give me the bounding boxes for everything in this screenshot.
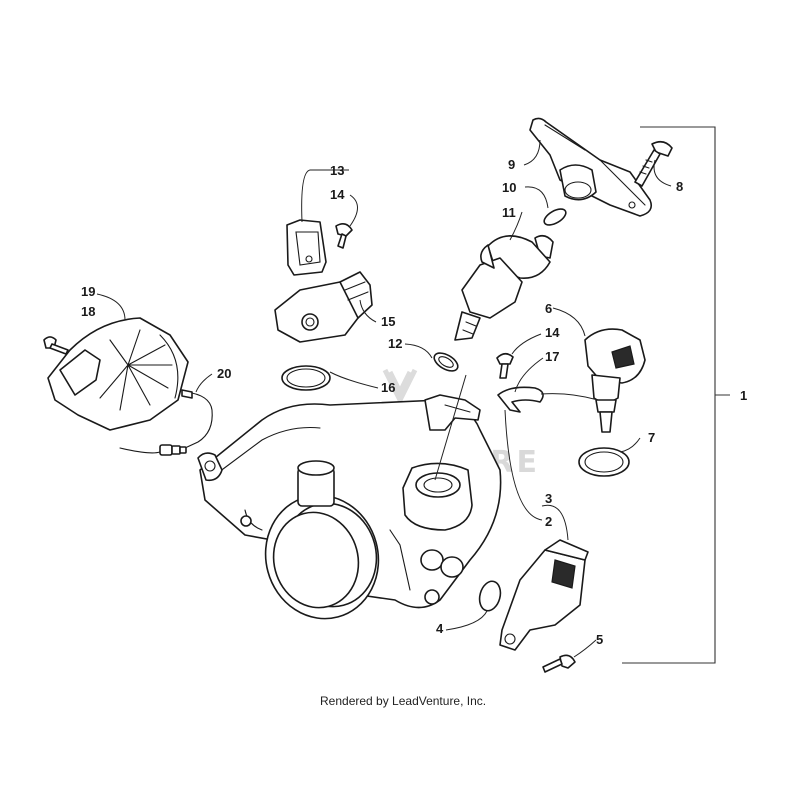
callout-17: 17 — [545, 349, 559, 364]
callout-11: 11 — [502, 205, 516, 220]
callout-10: 10 — [502, 180, 516, 195]
callout-16: 16 — [381, 380, 395, 395]
fuel-rail — [529, 117, 653, 217]
callout-18: 18 — [81, 304, 95, 319]
cover-screw — [43, 336, 69, 355]
map-sensor — [274, 271, 373, 343]
injector-o-ring — [433, 352, 459, 372]
throttle-body — [197, 394, 502, 620]
temp-sensor — [584, 328, 646, 433]
callout-15: 15 — [381, 314, 395, 329]
throttle-cover — [47, 317, 189, 431]
callout-7: 7 — [648, 430, 655, 445]
leader-lines — [96, 139, 672, 658]
throttle-position-sensor — [499, 539, 589, 651]
callout-14-upper: 14 — [330, 187, 345, 202]
small-screw-right — [496, 352, 514, 379]
callout-4: 4 — [436, 621, 444, 636]
callout-12: 12 — [388, 336, 402, 351]
wire-harness — [119, 389, 213, 456]
retaining-clip — [497, 386, 544, 413]
fuel-injector — [454, 234, 554, 341]
assembly-bracket — [622, 126, 730, 664]
callout-labels: 1 2 3 4 5 6 7 8 9 10 11 12 13 14 14 15 1… — [81, 157, 747, 647]
callout-8: 8 — [676, 179, 683, 194]
tps-o-ring — [478, 580, 502, 612]
sensor-clip — [286, 219, 327, 276]
callout-3: 3 — [545, 491, 552, 506]
callout-14-right: 14 — [545, 325, 560, 340]
callout-9: 9 — [508, 157, 515, 172]
callout-5: 5 — [596, 632, 603, 647]
callout-2: 2 — [545, 514, 552, 529]
callout-1: 1 — [740, 388, 747, 403]
render-credit: Rendered by LeadVenture, Inc. — [320, 694, 486, 708]
sensor-o-ring — [281, 365, 331, 391]
callout-19: 19 — [81, 284, 95, 299]
clip-screw — [335, 222, 353, 249]
rail-o-ring — [543, 208, 567, 226]
callout-13: 13 — [330, 163, 344, 178]
tps-screw — [542, 654, 576, 673]
rail-bolt — [634, 140, 673, 187]
callout-20: 20 — [217, 366, 231, 381]
callout-6: 6 — [545, 301, 552, 316]
